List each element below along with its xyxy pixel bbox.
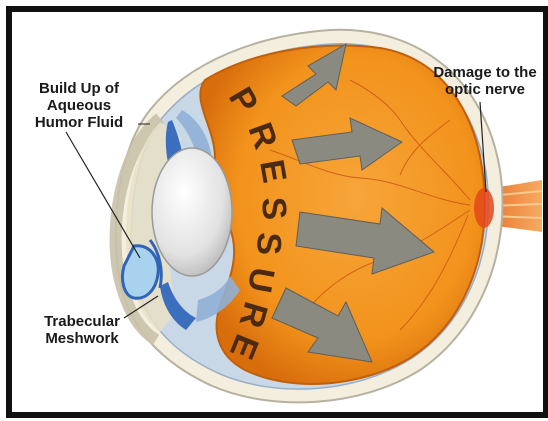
label-text: Humor Fluid xyxy=(20,114,138,131)
pressure-letter: S xyxy=(249,232,288,256)
label-text: Meshwork xyxy=(30,330,134,347)
label-text: Trabecular xyxy=(30,313,134,330)
label-optic-nerve-damage: Damage to the optic nerve xyxy=(418,64,548,98)
pressure-letter: S xyxy=(254,196,293,221)
label-text: Build Up of xyxy=(20,80,138,97)
label-text: optic nerve xyxy=(418,81,548,98)
optic-disc-damage xyxy=(474,188,494,228)
label-trabecular-meshwork: Trabecular Meshwork xyxy=(30,313,134,347)
label-aqueous-humor: Build Up of Aqueous Humor Fluid xyxy=(20,80,138,131)
label-text: Aqueous xyxy=(20,97,138,114)
label-text: Damage to the xyxy=(418,64,548,81)
lens xyxy=(152,148,232,276)
